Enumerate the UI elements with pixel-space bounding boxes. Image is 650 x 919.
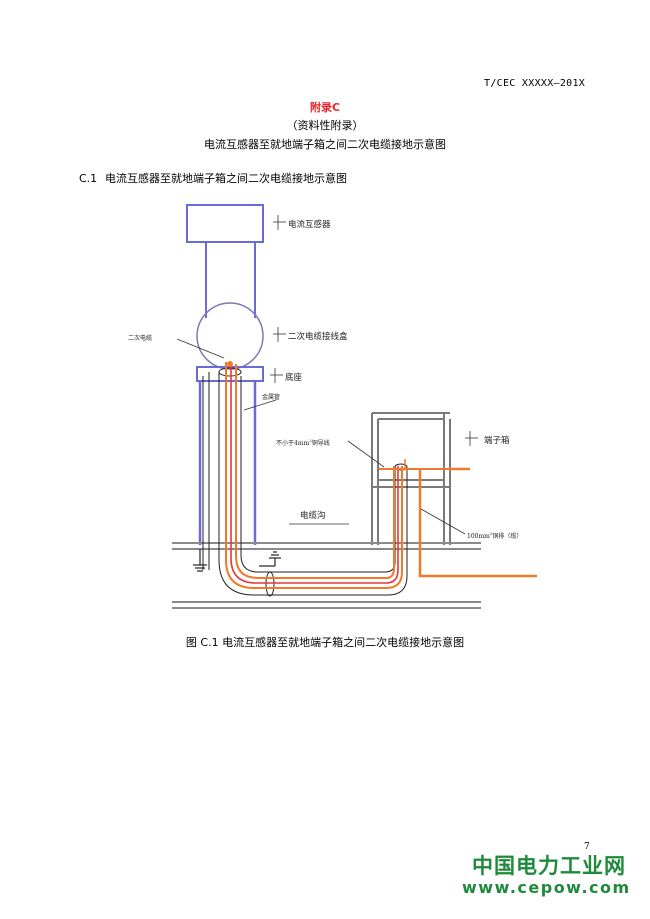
earth-symbol-pipe: [259, 551, 281, 567]
earth-symbol-left: [193, 549, 207, 572]
cable-trench: [172, 542, 481, 609]
page-number: 7: [584, 842, 590, 852]
section-number: C.1: [79, 172, 98, 185]
watermark-url: www.cepow.com: [462, 878, 631, 897]
label-terminal-box: 端子箱: [484, 435, 510, 446]
figure-caption: 图 C.1 电流互感器至就地端子箱之间二次电缆接地示意图: [185, 636, 465, 649]
label-cable-trench: 电缆沟: [300, 510, 326, 521]
section-title: 电流互感器至就地端子箱之间二次电缆接地示意图: [105, 172, 347, 185]
current-transformer: [186, 204, 264, 545]
label-secondary-cable: 二次电缆: [128, 334, 152, 342]
section-heading: C.1 电流互感器至就地端子箱之间二次电缆接地示意图: [79, 170, 347, 186]
label-current-transformer: 电流互感器: [288, 219, 331, 230]
label-junction-box: 二次电缆接线盒: [288, 331, 348, 342]
terminal-box: [371, 412, 451, 545]
ct-top-housing: [186, 204, 264, 243]
leader-lines: [176, 215, 478, 535]
appendix-title: 附录C: [309, 101, 341, 114]
label-copper-bar: 100mm2铜排（缆）: [467, 531, 522, 540]
grounding-copper: [379, 459, 537, 578]
document-code: T/CEC XXXXX—201X: [484, 78, 586, 89]
appendix-type: （资料性附录）: [286, 119, 364, 132]
metal-pipe: [202, 367, 408, 597]
junction-box-sphere: [196, 302, 264, 370]
label-metal-pipe: 金属管: [262, 393, 280, 401]
label-base: 底座: [285, 372, 303, 383]
label-copper-wire: 不小于4mm2铜导线: [276, 438, 330, 447]
watermark-name: 中国电力工业网: [472, 854, 626, 878]
secondary-cable: [225, 361, 403, 589]
appendix-name: 电流互感器至就地端子箱之间二次电缆接地示意图: [204, 138, 446, 151]
